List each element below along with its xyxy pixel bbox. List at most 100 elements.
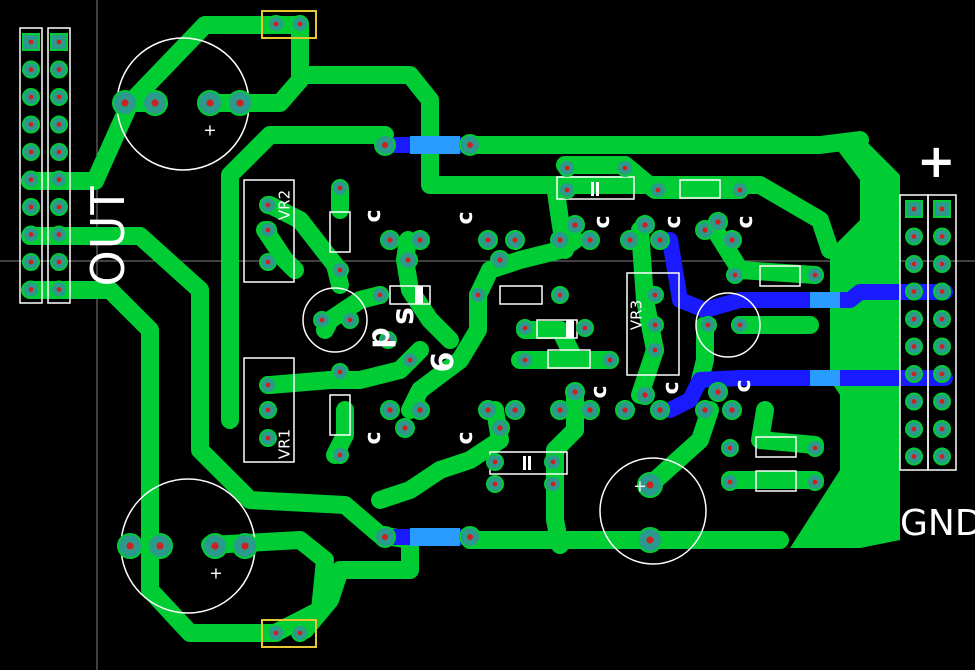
component-pad-drill [622,407,628,413]
cap-polarity-plus: + [203,120,217,140]
component-pad-drill [729,407,735,413]
header-pad-drill [939,371,945,377]
component-pad-drill [812,272,818,278]
component-pad-drill [126,542,134,550]
component-pad-drill [337,267,343,273]
component-pad-drill [702,227,708,233]
header-pad-drill [56,67,62,72]
header-pad-drill [911,371,917,377]
header-pad-drill [911,206,917,212]
header-pad-drill [28,94,34,100]
header-pad-drill [939,454,945,459]
component-pad-drill [382,534,388,540]
component-pad-drill [512,407,518,413]
transistor-mark-c: c [587,385,612,399]
component-pad-drill [156,542,164,550]
component-pad-drill [407,357,413,363]
component-pad-drill [646,481,654,489]
component-pad-drill [522,357,528,363]
transistor-mark-c: c [661,215,686,229]
header-pad-drill [28,67,34,72]
component-pad-drill [485,237,491,243]
header-pad-drill [56,122,62,127]
component-pad-drill [265,259,271,265]
header-pad-drill [939,426,945,432]
transistor-mark-c: c [453,211,478,225]
transistor-mark-c: c [361,209,386,223]
component-pad-drill [655,187,661,193]
header-pad-drill [28,149,34,155]
cap-polarity-plus: + [633,476,647,496]
component-pad-drill [652,292,658,298]
trimmer-label-vr1: VR1 [275,428,294,460]
header-pad-drill [56,287,62,292]
component-pad-drill [557,292,563,298]
component-pad-drill [587,407,593,413]
component-pad-drill [657,407,663,413]
transistor-mark-c: c [731,379,756,393]
component-pad-drill [319,317,325,323]
component-pad-drill [337,452,343,458]
header-pad-drill [939,316,945,322]
header-pad-drill [911,399,917,404]
header-pad-drill [939,234,945,239]
header-pad-drill [56,204,62,210]
component-pad-drill [587,237,593,243]
header-pad-drill [28,287,34,292]
via-overlap [410,136,840,546]
header-pad-drill [939,206,945,212]
transistor-mark-c: c [659,381,684,395]
component-pad-drill [812,445,818,451]
transistor-mark-c: c [590,215,615,229]
header-pad-drill [939,261,945,267]
header-pad-drill [56,232,62,237]
component-pad-drill [607,357,613,363]
component-pad-drill [715,389,721,395]
header-pad-drill [911,289,917,294]
component-pad-drill [151,99,159,107]
copper-pour [790,140,900,548]
trimmer-label-vr3: VR3 [627,299,646,331]
jumper-boxes [261,10,317,648]
component-pad-drill [705,322,711,328]
label-plus: + [917,134,956,188]
component-pad-drill [265,382,271,388]
header-pad-drill [28,232,34,237]
marking-s: s [386,307,421,325]
component-pad-drill [564,165,570,171]
component-pad-drill [702,407,708,413]
component-pad-drill [265,407,271,413]
component-pad-drill [497,257,503,263]
marking-6: 6 [426,351,461,373]
component-pad-drill [475,292,481,298]
component-pad-drill [206,99,214,107]
component-pad-drill [652,322,658,328]
transistor-mark-c: c [361,431,386,445]
component-pad-drill [572,389,578,395]
component-pad-drill [347,317,353,323]
component-pad-drill [557,407,563,413]
component-pad-drill [337,185,343,191]
component-pad-drill [265,202,271,208]
component-pad-drill [241,542,249,550]
component-pad-drill [557,237,563,243]
component-pad-drill [652,347,658,353]
header-pad-drill [28,177,34,182]
header-pad-drill [939,344,945,349]
header-pad-drill [911,261,917,267]
component-pad-drill [522,325,528,331]
component-pad-drill [402,425,408,431]
component-pad-drill [572,222,578,228]
component-pad-drill [485,407,491,413]
component-pad-drill [417,237,423,243]
component-pad-drill [727,479,733,485]
component-pad-drill [657,237,663,243]
component-pad-drill [382,142,388,148]
component-pad-drill [387,407,393,413]
component-pad-drill [737,187,743,193]
component-pad-drill [492,481,498,487]
component-pad-drill [337,369,343,375]
component-pad-drill [646,536,654,544]
component-pad-drill [497,425,503,431]
